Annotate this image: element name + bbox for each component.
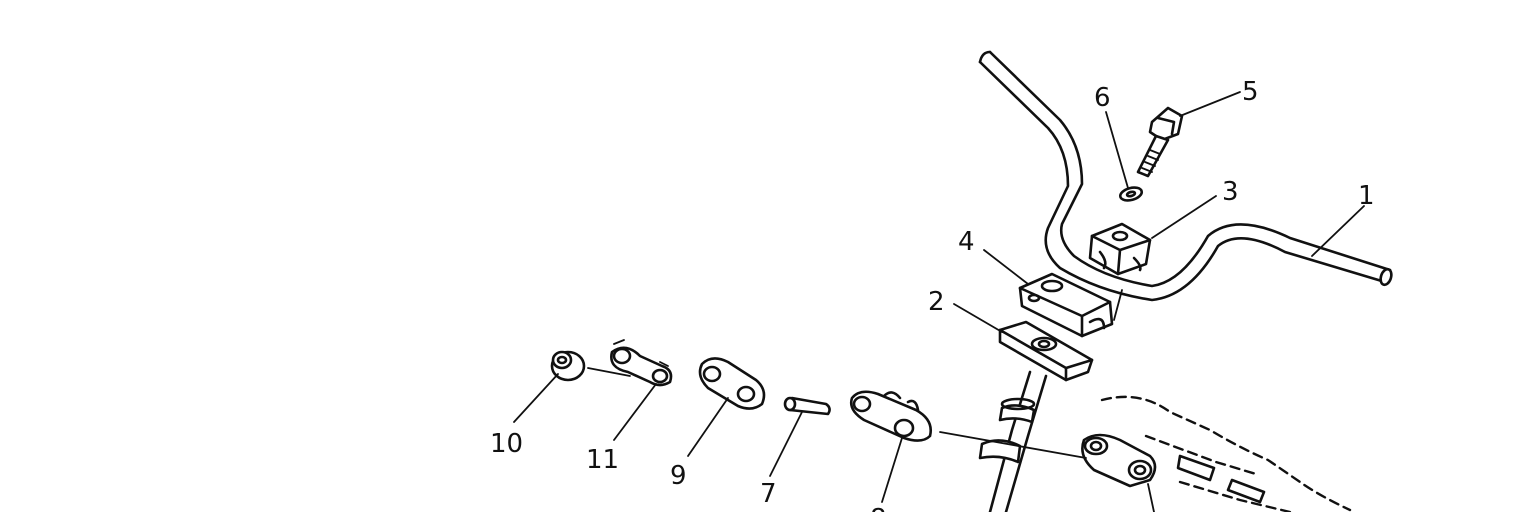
callout-1: 1 [1358, 181, 1375, 211]
link-arm [849, 390, 932, 442]
pin [783, 396, 831, 416]
lower-holder [1018, 272, 1114, 338]
callout-10: 10 [490, 429, 523, 459]
callout-3: 3 [1222, 177, 1239, 207]
callout-11: 11 [586, 445, 619, 475]
callout-2: 2 [928, 287, 945, 317]
bolt [1136, 106, 1184, 178]
callout-4: 4 [958, 227, 975, 257]
callout-6: 6 [1094, 83, 1111, 113]
handle-crown [998, 320, 1094, 382]
tie-rod-end [1081, 433, 1157, 488]
leader-lines [513, 91, 1365, 513]
callout-labels: 1 2 3 4 5 6 7 8 9 10 11 [490, 77, 1375, 517]
steering-column-outline [1100, 395, 1352, 514]
upper-holder [1088, 222, 1152, 276]
link-rod [610, 339, 673, 387]
connecting-plate [698, 357, 766, 410]
steering-shaft [978, 370, 1048, 514]
callout-7: 7 [760, 479, 777, 509]
handlebar [978, 50, 1393, 302]
callout-9: 9 [670, 461, 687, 491]
nut [550, 350, 586, 382]
callout-5: 5 [1242, 77, 1259, 107]
washer [1118, 186, 1144, 202]
callout-8: 8 [870, 504, 887, 512]
